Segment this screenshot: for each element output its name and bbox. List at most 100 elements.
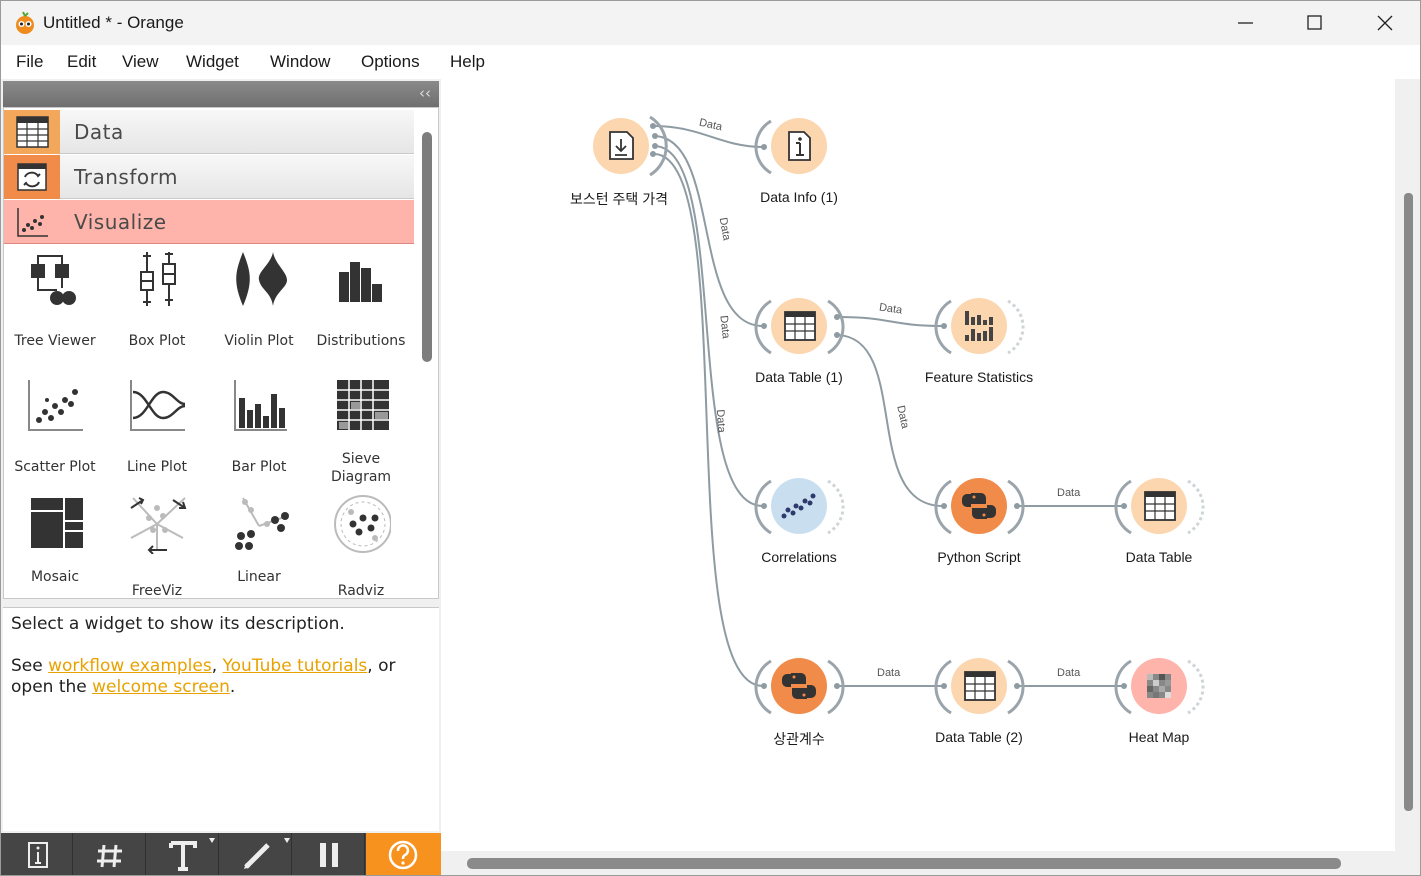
widget-linear-projection[interactable]: Linear bbox=[208, 490, 310, 598]
menu-widget[interactable]: Widget bbox=[186, 52, 239, 71]
welcome-screen-link[interactable]: welcome screen bbox=[92, 677, 230, 697]
workflow-examples-link[interactable]: workflow examples bbox=[48, 656, 212, 676]
orange-app-icon bbox=[16, 11, 34, 34]
workflow-canvas-area: Data Data Data Data Data Data Data Data … bbox=[441, 79, 1420, 875]
node-label-data-table: Data Table bbox=[1125, 549, 1193, 565]
link-label: Data bbox=[1057, 667, 1081, 679]
widget-sieve-diagram[interactable]: Sieve Diagram bbox=[310, 372, 412, 496]
violin-plot-icon bbox=[236, 252, 287, 306]
python-icon bbox=[962, 493, 996, 519]
workflow-graph bbox=[593, 115, 1205, 715]
radviz-icon bbox=[334, 495, 391, 553]
maximize-button[interactable] bbox=[1280, 1, 1350, 45]
category-visualize[interactable]: Visualize bbox=[4, 200, 414, 244]
canvas-horizontal-scrollbar[interactable] bbox=[467, 858, 1341, 869]
link-dt1-py1[interactable] bbox=[837, 334, 944, 507]
widget-line-plot[interactable]: Line Plot bbox=[106, 372, 208, 496]
mosaic-icon bbox=[31, 498, 83, 548]
grid-button[interactable] bbox=[74, 833, 146, 875]
node-correlations[interactable] bbox=[754, 478, 845, 535]
minimize-icon bbox=[1238, 22, 1253, 24]
node-data-table-2[interactable] bbox=[934, 658, 1025, 715]
widget-tree-viewer[interactable]: Tree Viewer bbox=[4, 246, 106, 370]
node-label-data-table-2: Data Table (2) bbox=[935, 729, 1023, 745]
menu-help[interactable]: Help bbox=[450, 52, 485, 71]
minimize-button[interactable] bbox=[1210, 1, 1280, 45]
widget-bar-plot[interactable]: Bar Plot bbox=[208, 372, 310, 496]
widget-violin-plot[interactable]: Violin Plot bbox=[208, 246, 310, 370]
link-file-py2[interactable] bbox=[654, 153, 764, 687]
text-annotation-icon bbox=[169, 838, 215, 871]
widget-distributions[interactable]: Distributions bbox=[310, 246, 412, 370]
widget-mosaic[interactable]: Mosaic bbox=[4, 490, 106, 598]
tree-viewer-icon bbox=[31, 255, 76, 305]
arrow-annotation-button[interactable] bbox=[220, 833, 292, 875]
table-icon bbox=[1144, 491, 1176, 521]
youtube-tutorials-link[interactable]: YouTube tutorials bbox=[222, 656, 368, 676]
table-icon bbox=[784, 311, 816, 341]
linear-projection-icon bbox=[235, 497, 289, 550]
link-file-corr[interactable] bbox=[654, 145, 764, 507]
description-text: Select a widget to show its description. bbox=[11, 614, 345, 634]
node-file[interactable] bbox=[593, 115, 668, 177]
node-python-script[interactable] bbox=[934, 478, 1025, 535]
info-button[interactable] bbox=[1, 833, 73, 875]
pause-button[interactable] bbox=[293, 833, 365, 875]
scatter-plot-icon bbox=[28, 380, 83, 431]
link-label: Data bbox=[877, 667, 901, 679]
line-plot-icon bbox=[130, 380, 186, 431]
link-dt1-fs[interactable] bbox=[837, 316, 944, 327]
heat-map-icon bbox=[1147, 674, 1171, 698]
bar-plot-icon bbox=[234, 380, 287, 431]
table-icon bbox=[964, 671, 996, 701]
widget-freeviz[interactable]: FreeViz bbox=[106, 490, 208, 598]
menu-file[interactable]: File bbox=[16, 52, 44, 71]
node-data-info[interactable] bbox=[754, 118, 827, 175]
text-annotation-button[interactable] bbox=[147, 833, 219, 875]
widget-box-plot[interactable]: Box Plot bbox=[106, 246, 208, 370]
link-file-info[interactable] bbox=[653, 125, 764, 148]
menu-view[interactable]: View bbox=[122, 52, 159, 71]
help-button[interactable] bbox=[366, 833, 441, 875]
node-data-table[interactable] bbox=[1114, 478, 1205, 535]
node-label-python-script: Python Script bbox=[937, 549, 1021, 565]
box-plot-icon bbox=[140, 252, 176, 306]
node-correlation-coefficient-script[interactable] bbox=[754, 658, 845, 715]
menu-options[interactable]: Options bbox=[361, 52, 420, 71]
maximize-icon bbox=[1307, 15, 1322, 30]
category-transform[interactable]: Transform bbox=[4, 155, 414, 199]
node-data-table-1[interactable] bbox=[754, 298, 845, 355]
node-heat-map[interactable] bbox=[1114, 658, 1205, 715]
links bbox=[653, 125, 1123, 687]
info-icon bbox=[28, 842, 48, 868]
menu-edit[interactable]: Edit bbox=[67, 52, 97, 71]
data-category-icon bbox=[4, 110, 60, 154]
widget-scatter-plot[interactable]: Scatter Plot bbox=[4, 372, 106, 496]
file-icon bbox=[609, 131, 634, 160]
workflow-canvas[interactable]: Data Data Data Data Data Data Data Data … bbox=[441, 79, 1395, 851]
arrow-annotation-icon bbox=[244, 838, 290, 869]
help-icon bbox=[388, 840, 418, 870]
link-file-dt1[interactable] bbox=[654, 135, 764, 327]
node-label-feature-statistics: Feature Statistics bbox=[924, 369, 1034, 385]
node-feature-statistics[interactable] bbox=[934, 298, 1025, 355]
widget-dock: ‹‹ Data Transform Visualize bbox=[1, 79, 441, 875]
link-label: Data bbox=[717, 314, 732, 340]
category-data[interactable]: Data bbox=[4, 110, 414, 154]
canvas-vertical-scrollbar[interactable] bbox=[1404, 193, 1413, 811]
visualize-category-icon bbox=[4, 200, 60, 244]
freeviz-icon bbox=[130, 497, 187, 554]
python-icon bbox=[782, 673, 816, 699]
file-ports bbox=[650, 123, 658, 157]
correlations-icon bbox=[781, 493, 816, 519]
menu-bar: File Edit View Widget Window Options Hel… bbox=[1, 45, 1420, 79]
menu-window[interactable]: Window bbox=[270, 52, 331, 71]
distributions-icon bbox=[339, 262, 382, 302]
toolbox-scrollbar[interactable] bbox=[422, 132, 432, 362]
close-button[interactable] bbox=[1350, 1, 1420, 45]
node-label-data-info: Data Info (1) bbox=[760, 189, 838, 205]
feature-statistics-icon bbox=[965, 311, 993, 341]
node-label-correlations: Correlations bbox=[761, 549, 837, 565]
collapse-dock-button[interactable]: ‹‹ bbox=[419, 84, 431, 102]
widget-radviz[interactable]: Radviz bbox=[310, 490, 412, 598]
